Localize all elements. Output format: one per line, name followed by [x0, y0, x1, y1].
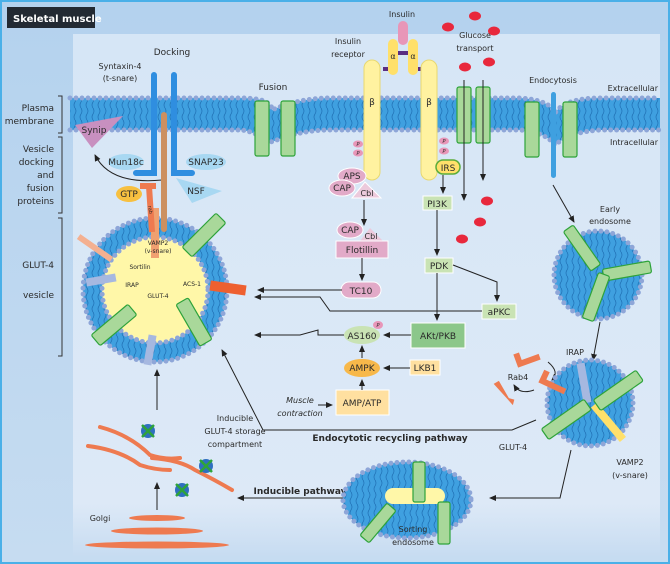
bracket-lines	[58, 95, 63, 357]
flotillin-complex: CAP Cbl Flotillin	[335, 221, 389, 259]
recycling-endosome: IRAP Rab4 GLUT-4 VAMP2 (v-snare)	[493, 348, 648, 480]
aps-label: APS	[343, 172, 361, 182]
ampk-label: AMPK	[349, 364, 375, 374]
irap-right-label: IRAP	[566, 348, 584, 357]
tc10-label: TC10	[349, 287, 373, 297]
p-label: P	[356, 142, 359, 148]
irap-label: IRAP	[125, 282, 139, 289]
apkc-label: aPKC	[488, 308, 511, 318]
docking-machinery: Synip Mun18c SNAP23 NSF GTP rab	[75, 72, 226, 233]
insulin-label: Insulin	[389, 10, 415, 19]
label-and: and	[37, 171, 54, 181]
as160-p-label: P	[376, 323, 379, 329]
label-docking: docking	[19, 158, 54, 168]
label-proteins: proteins	[17, 197, 54, 207]
storage-label: Inducible	[217, 414, 254, 423]
vamp2-right-label: VAMP2	[616, 458, 643, 467]
lkb1-label: LKB1	[414, 364, 437, 374]
vamp2-vesicle-label: VAMP2	[148, 240, 169, 247]
title-box	[7, 7, 95, 28]
label-glut4: GLUT-4	[22, 261, 54, 271]
alpha-label-2: α	[410, 52, 415, 61]
insulin-receptor-label: Insulin	[335, 37, 361, 46]
pi3k-label: PI3K	[427, 200, 448, 210]
rab4-label: Rab4	[508, 373, 528, 382]
golgi-label: Golgi	[90, 514, 111, 523]
label-glut4-vesicle: vesicle	[23, 291, 55, 301]
beta-label: β	[369, 98, 375, 108]
cap-label: CAP	[333, 184, 351, 194]
storage-label-3: compartment	[208, 440, 262, 449]
extracellular-label: Extracellular	[608, 84, 659, 93]
early-endosome-label-2: endosome	[589, 217, 631, 226]
syntaxin-label-2: (t-snare)	[103, 74, 137, 83]
glucose-transport-label-2: transport	[457, 44, 494, 53]
akt-label: AKt/PKB	[420, 332, 456, 342]
pdk-label: PDK	[430, 262, 449, 272]
glut4-vesicle: VAMP2 (v-snare) Sortilin IRAP GLUT-4 ACS…	[76, 208, 247, 366]
glut4-right-label: GLUT-4	[499, 443, 527, 452]
label-vesicle: Vesicle	[23, 145, 55, 155]
endocytosis-rod	[551, 92, 556, 178]
early-endosome-label: Early	[600, 205, 620, 214]
nsf-label: NSF	[187, 187, 205, 197]
snap23-label: SNAP23	[188, 158, 223, 168]
label-membrane: membrane	[5, 117, 55, 127]
acs1-label: ACS-1	[183, 281, 201, 288]
beta-label-2: β	[426, 98, 432, 108]
p-label: P	[442, 149, 445, 155]
fusion-label: Fusion	[259, 83, 288, 93]
side-labels: Plasma membrane Vesicle docking and fusi…	[5, 95, 63, 357]
glucose-transport-label: Glucose	[459, 31, 491, 40]
docking-label: Docking	[154, 48, 191, 58]
cbl-label-2: Cbl	[365, 232, 378, 241]
title: Skeletal muscle	[13, 14, 102, 25]
p-label: P	[442, 139, 445, 145]
synip-label: Synip	[82, 126, 107, 136]
aps-cap-cbl-complex: APS CAP Cbl	[328, 167, 383, 199]
irs-label: IRS	[441, 164, 456, 174]
glucose-molecules	[442, 11, 500, 244]
cap-label-2: CAP	[341, 226, 359, 236]
glut4-storage-compartment: Inducible GLUT-4 storage compartment	[86, 414, 266, 497]
muscle-contraction-label-2: contraction	[277, 409, 322, 418]
alpha-label: α	[390, 52, 395, 61]
vamp2-right-label-2: (v-snare)	[612, 471, 648, 480]
muscle-contraction-label: Muscle	[286, 396, 314, 405]
endocytotic-recycling-label: Endocytotic recycling pathway	[312, 434, 467, 444]
label-plasma: Plasma	[22, 104, 54, 114]
phosphate-groups: P P P P	[353, 137, 449, 157]
cbl-label: Cbl	[361, 189, 374, 198]
syntaxin-label: Syntaxin-4	[99, 62, 142, 71]
storage-label-2: GLUT-4 storage	[204, 427, 265, 436]
endocytosis-label: Endocytosis	[529, 76, 577, 85]
flotillin-label: Flotillin	[346, 246, 378, 256]
insulin-receptor: α α β β	[363, 21, 438, 181]
insulin-receptor-label-2: receptor	[331, 50, 365, 59]
early-endosome: Early endosome	[551, 205, 652, 322]
label-fusion: fusion	[27, 184, 54, 194]
tc10: TC10	[340, 281, 382, 299]
amp-atp-label: AMP/ATP	[343, 399, 382, 409]
gtp-label: GTP	[120, 190, 138, 200]
sorting-endosome: Sorting endosome	[340, 459, 474, 547]
sortilin-label: Sortilin	[129, 264, 150, 271]
as160-label: AS160	[347, 332, 376, 342]
mun18c-label: Mun18c	[108, 158, 144, 168]
inducible-pathway-label: Inducible pathway	[254, 487, 347, 497]
golgi: Golgi	[85, 514, 229, 549]
sorting-endosome-label: Sorting	[399, 525, 428, 534]
rab-label: rab	[146, 205, 153, 214]
intracellular-label: Intracellular	[610, 138, 659, 147]
sorting-endosome-label-2: endosome	[392, 538, 434, 547]
vamp2-vesicle-label-2: (v-snare)	[145, 248, 172, 255]
pathway-arrows	[94, 80, 601, 510]
p-label: P	[356, 151, 359, 157]
glut4-vesicle-label: GLUT-4	[147, 293, 168, 300]
